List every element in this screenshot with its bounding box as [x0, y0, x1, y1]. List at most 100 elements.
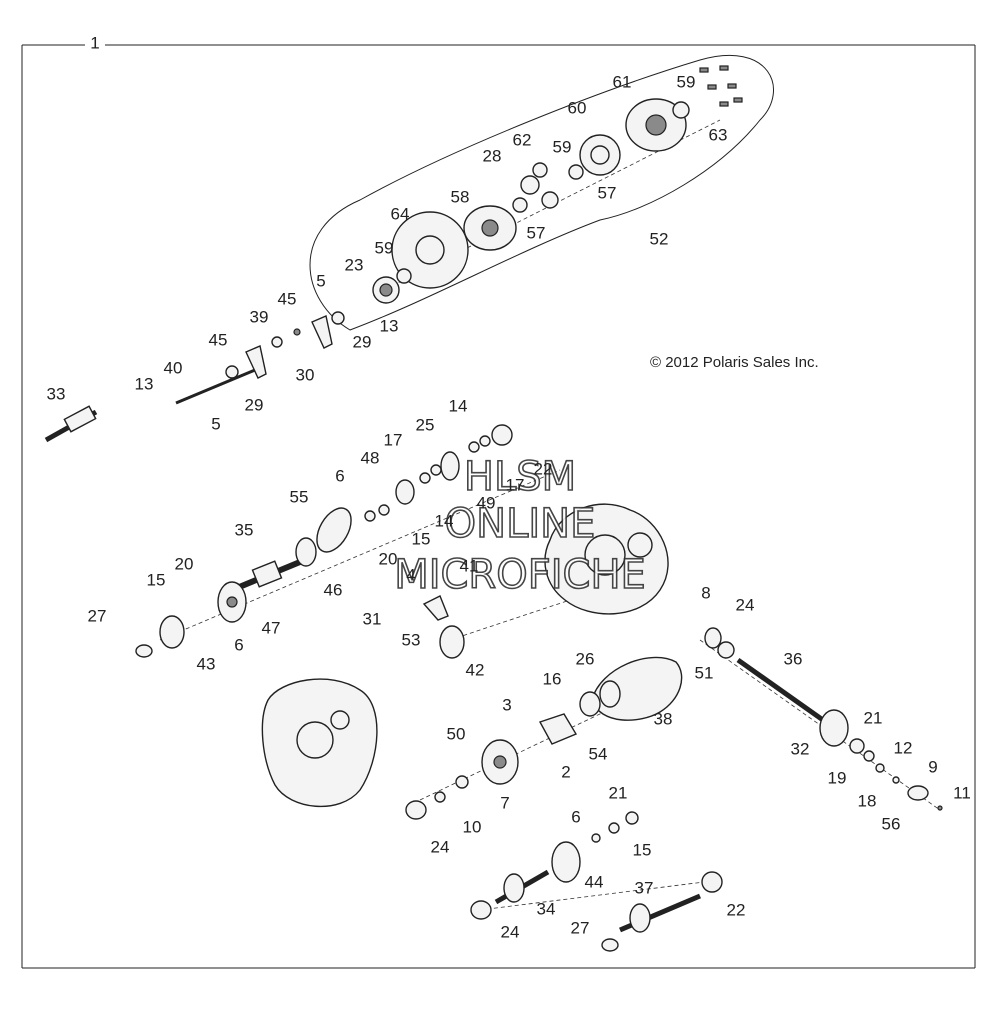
callout-c1: 1	[90, 33, 99, 52]
input-shaft-35	[230, 559, 302, 593]
gear-49	[440, 451, 460, 481]
callout-c14a: 14	[449, 396, 468, 415]
callout-c15c: 15	[633, 840, 652, 859]
callout-c50: 50	[447, 724, 466, 743]
callout-c9: 9	[928, 757, 937, 776]
shift-shaft-33	[44, 405, 98, 443]
callout-c64: 64	[391, 204, 410, 223]
small-parts-right	[863, 750, 943, 811]
chain-55	[316, 507, 352, 553]
planet-gears	[512, 162, 559, 213]
bearing-24-right	[704, 627, 722, 649]
bolts-63	[699, 65, 743, 107]
callout-c29b: 29	[245, 395, 264, 414]
case-lower-left	[261, 678, 378, 808]
watermark-line1: HLSM	[464, 454, 576, 500]
ring-16	[579, 691, 601, 717]
washer-59-upper	[672, 101, 690, 119]
callout-c34: 34	[537, 899, 556, 918]
callout-c16: 16	[543, 669, 562, 688]
callout-c31: 31	[363, 609, 382, 628]
fork-rod-40	[175, 368, 256, 405]
plate-54	[538, 713, 578, 745]
callout-c20b: 20	[175, 554, 194, 573]
callout-c58: 58	[451, 187, 470, 206]
gear-64	[391, 211, 469, 289]
callout-c42: 42	[466, 660, 485, 679]
case-upper-right	[544, 503, 669, 615]
callout-c26: 26	[576, 649, 595, 668]
callout-c47: 47	[262, 618, 281, 637]
bearing-23	[372, 276, 400, 304]
callout-c38: 38	[654, 709, 673, 728]
washer-51	[717, 641, 735, 659]
callout-c25: 25	[416, 415, 435, 434]
callout-c61: 61	[613, 72, 632, 91]
callout-c21a: 21	[864, 708, 883, 727]
callout-c6c: 6	[571, 807, 580, 826]
callout-c48: 48	[361, 448, 380, 467]
callout-c27b: 27	[571, 918, 590, 937]
callout-c62: 62	[513, 130, 532, 149]
callout-c18: 18	[858, 791, 877, 810]
bearing-21-right	[849, 738, 865, 754]
washers-lower	[405, 775, 469, 820]
bearing-22-upper	[491, 424, 513, 446]
callout-c45a: 45	[278, 289, 297, 308]
callout-c59a: 59	[677, 72, 696, 91]
callout-c45b: 45	[209, 330, 228, 349]
callout-c24b: 24	[431, 837, 450, 856]
callout-c39: 39	[250, 307, 269, 326]
callout-c12: 12	[894, 738, 913, 757]
callout-c3: 3	[502, 695, 511, 714]
watermark: HLSM ONLINE MICROFICHE	[393, 453, 646, 599]
callout-c52: 52	[650, 229, 669, 248]
callout-c40: 40	[164, 358, 183, 377]
gear-46	[295, 537, 317, 567]
gear-47	[217, 581, 247, 623]
callout-c44: 44	[585, 872, 604, 891]
callout-c57a: 57	[598, 183, 617, 202]
callout-c19: 19	[828, 768, 847, 787]
bearing-24-lower	[470, 900, 492, 920]
callout-c17a: 17	[384, 430, 403, 449]
hub-43	[159, 615, 185, 649]
callout-c6b: 6	[234, 635, 243, 654]
callout-c63: 63	[709, 125, 728, 144]
callout-c17b: 17	[506, 475, 525, 494]
callout-c32: 32	[791, 739, 810, 758]
callout-c57b: 57	[527, 223, 546, 242]
hub-32	[819, 709, 849, 747]
callout-c5b: 5	[211, 414, 220, 433]
shift-forks	[225, 311, 345, 379]
callout-c11: 11	[953, 783, 971, 802]
callout-c30: 30	[296, 365, 315, 384]
callout-c2: 2	[561, 762, 570, 781]
washer-27-left	[135, 644, 153, 658]
callout-c29a: 29	[353, 332, 372, 351]
callout-c33: 33	[47, 384, 66, 403]
diagram-frame	[21, 44, 976, 969]
callout-c20a: 20	[379, 549, 398, 568]
callout-c59c: 59	[375, 238, 394, 257]
callout-c24a: 24	[736, 595, 755, 614]
callout-c23: 23	[345, 255, 364, 274]
gear-58	[463, 205, 517, 251]
washer-27-lower	[601, 938, 619, 952]
callout-c8: 8	[701, 583, 710, 602]
callout-c22a: 22	[534, 459, 553, 478]
small-parts-44	[591, 811, 639, 843]
callout-c13a: 13	[380, 316, 399, 335]
watermark-line3: MICROFICHE	[394, 552, 646, 598]
kit-outline	[309, 54, 774, 331]
callout-c35: 35	[235, 520, 254, 539]
callout-c28: 28	[483, 146, 502, 165]
callout-c4: 4	[406, 565, 415, 584]
callout-c7: 7	[500, 793, 509, 812]
callout-c14b: 14	[435, 511, 454, 530]
shaft-34	[494, 869, 550, 905]
callout-c15b: 15	[147, 570, 166, 589]
bearing-22-lower	[701, 871, 723, 893]
